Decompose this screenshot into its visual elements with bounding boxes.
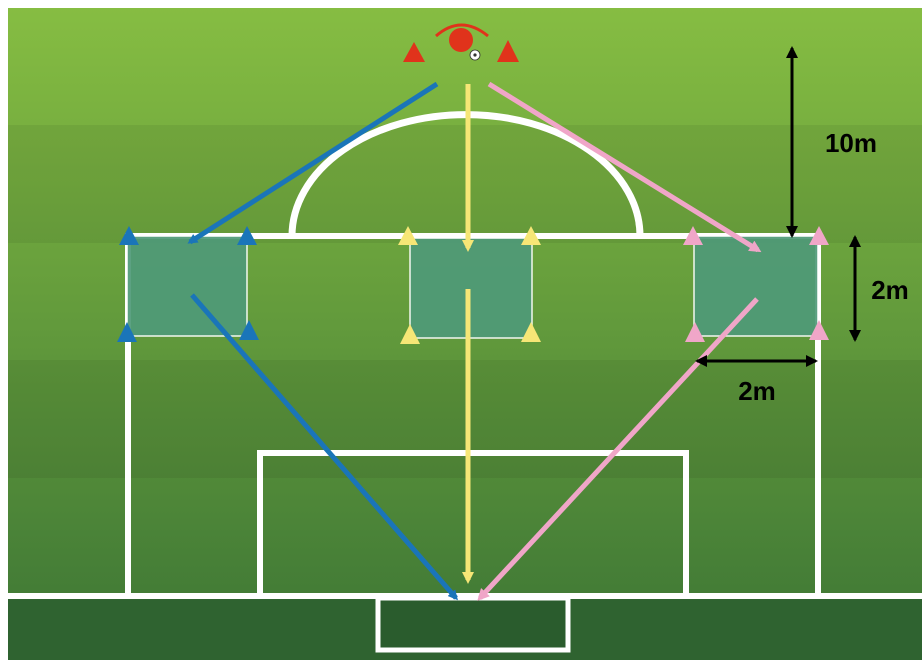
pass-arrow-blue [187,81,439,245]
cone-icon [685,322,705,342]
goal-area [375,595,571,653]
penalty-box-line [125,233,821,595]
zone-left [126,235,248,337]
grass-stripe [8,125,922,243]
cone-icon [400,324,420,344]
dimension-label-2m-horizontal: 2m [738,376,776,406]
cone-icon [521,226,541,245]
cone-icon [117,322,137,342]
pass-arrow-pink [487,81,762,253]
cone-icon [237,226,257,245]
cone-icon [239,320,259,340]
cone-icon [809,226,829,245]
cone-icon [403,42,425,62]
zone-center [409,237,533,339]
dimension-label-10m: 10m [825,128,877,158]
run-arrow-blue [190,293,458,601]
dimension-label-2m-vertical: 2m [871,275,909,305]
cone-icon [809,320,829,340]
run-arrow-pink [477,297,759,601]
six-yard-box-line [257,450,689,595]
cone-icon [683,226,703,245]
cone-icon [398,226,418,245]
cone-icon [521,322,541,342]
player-icon [449,28,473,52]
zone-right [693,235,819,337]
soccer-ball-icon [469,49,481,61]
player-icon [435,23,489,38]
grass-stripe [8,360,922,478]
cone-icon [119,226,139,245]
cone-icon [497,40,519,62]
